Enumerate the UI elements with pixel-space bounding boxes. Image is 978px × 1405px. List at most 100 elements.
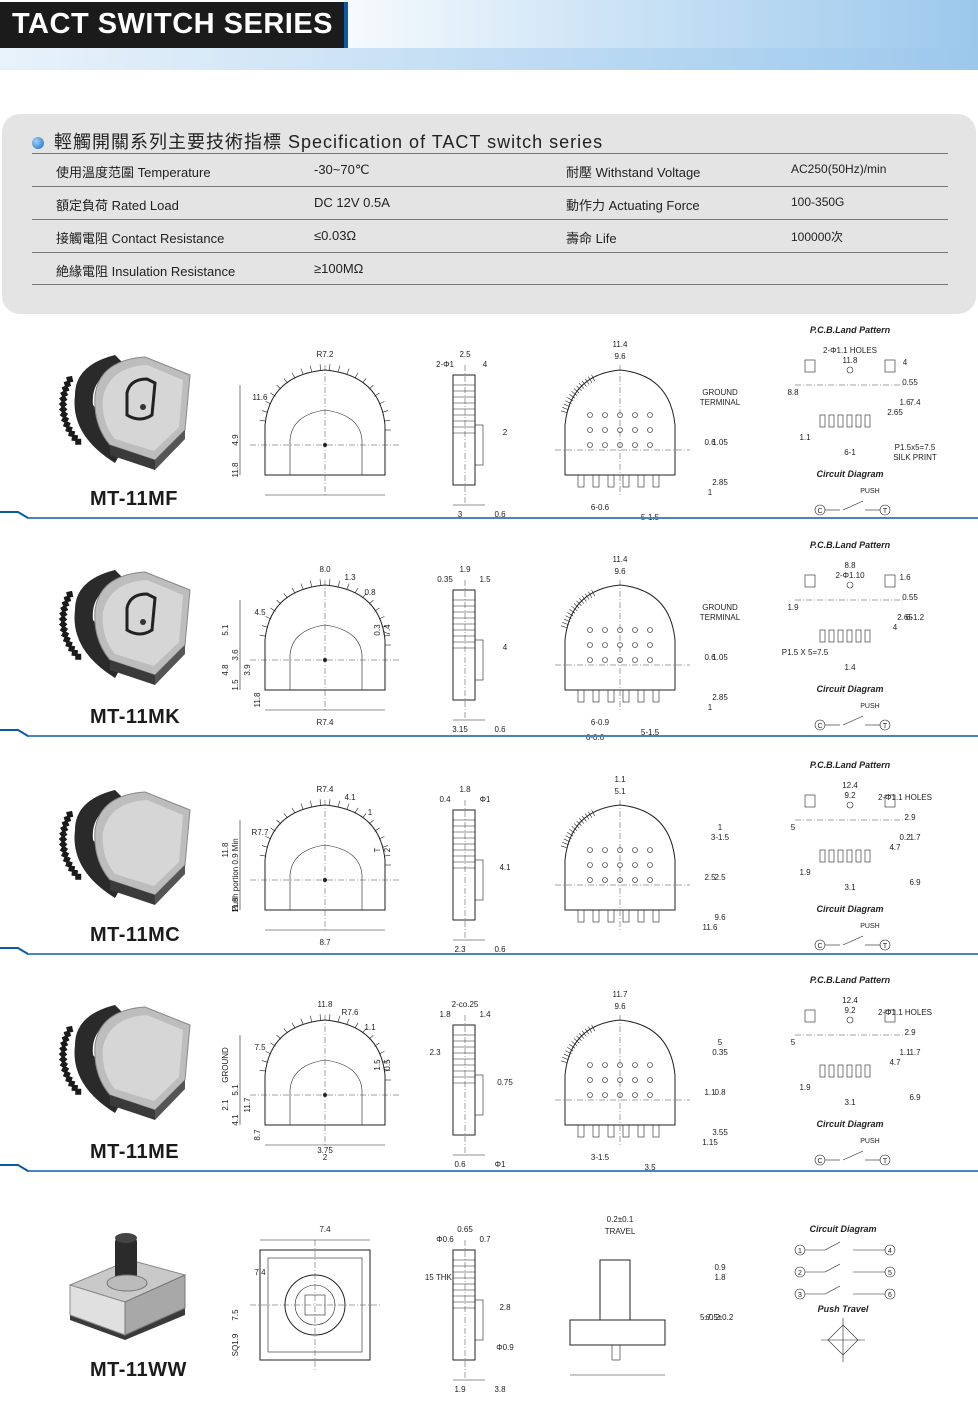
- dimension-label: 2: [323, 1153, 328, 1162]
- spec-value: 100-350G: [791, 195, 845, 209]
- bottom-view-drawing: 11.49.6GROUNDTERMINAL0.61.052.8516-0.65-…: [555, 340, 741, 522]
- dimension-label: 0.8: [364, 588, 376, 597]
- dimension-label: 1.9: [799, 868, 811, 877]
- terminal-label: 5: [888, 1270, 892, 1277]
- dimension-label: 1.8: [439, 1010, 451, 1019]
- dimension-label: 11.6: [253, 393, 269, 402]
- dimension-label: 5.1: [231, 1084, 240, 1096]
- dimension-label: 1.1: [899, 1048, 911, 1057]
- circuit-title: Circuit Diagram: [816, 469, 883, 479]
- dimension-label: 0.4: [439, 795, 451, 804]
- dimension-label: 8.8: [844, 561, 856, 570]
- dimension-label: 5: [718, 1038, 723, 1047]
- dimension-label: SQ1.9: [231, 1333, 240, 1356]
- dimension-label: 11.8: [221, 842, 230, 858]
- dimension-label: R7.6: [342, 1008, 359, 1017]
- dimension-label: 4: [903, 358, 908, 367]
- page-header: TACT SWITCH SERIES: [0, 0, 978, 70]
- terminal-c-label: C: [817, 508, 822, 515]
- dimension-label: TERMINAL: [700, 398, 741, 407]
- dimension-label: R7.4: [317, 785, 334, 794]
- dimension-label: Φ1: [495, 1160, 506, 1169]
- dimension-label: R7.4: [317, 718, 334, 727]
- product-name: MT-11WW: [90, 1359, 187, 1381]
- section-divider: [0, 1163, 978, 1173]
- circuit-title: Circuit Diagram: [816, 904, 883, 914]
- dimension-label: 1.8: [459, 785, 471, 794]
- spec-value: DC 12V 0.5A: [314, 195, 390, 210]
- dimension-label: 1.6: [899, 573, 911, 582]
- dimension-label: 0.2±0.1: [607, 1215, 634, 1224]
- dimension-label: 0.35: [437, 575, 453, 584]
- push-label: PUSH: [860, 703, 879, 710]
- dimension-label: R7.7: [252, 828, 269, 837]
- dimension-label: 5: [791, 823, 796, 832]
- terminal-label: 6: [888, 1292, 892, 1299]
- dimension-label: 11.8: [318, 1000, 334, 1009]
- product-name: MT-11ME: [90, 1141, 180, 1163]
- spec-value: ≥100MΩ: [314, 261, 364, 276]
- dimension-label: 8.7: [319, 938, 331, 947]
- dimension-label: 1.9: [454, 1385, 466, 1394]
- push-label: PUSH: [860, 923, 879, 930]
- circuit-title: Circuit Diagram: [816, 1119, 883, 1129]
- dimension-label: P1.5 X 5=7.5: [782, 648, 829, 657]
- dimension-label: 9.2: [844, 1006, 856, 1015]
- page-title: TACT SWITCH SERIES: [12, 8, 334, 40]
- dimension-label: 1.4: [479, 1010, 491, 1019]
- bottom-view-drawing: 11.49.6GROUNDTERMINAL0.61.052.8516-0.95-…: [555, 555, 741, 742]
- dimension-label: 11.4: [613, 340, 629, 349]
- spec-row: 使用溫度范圍 Temperature -30~70℃ 耐壓 Withstand …: [32, 153, 948, 186]
- dimension-label: 0.6: [454, 1160, 466, 1169]
- dimension-label: 1.6: [899, 398, 911, 407]
- dimension-label: 1.5: [373, 1059, 382, 1071]
- dimension-label: 4.1: [344, 793, 356, 802]
- dimension-label: 3.5: [644, 1163, 656, 1172]
- dimension-label: 0.7: [479, 1235, 491, 1244]
- dimension-label: TERMINAL: [700, 613, 741, 622]
- dimension-label: 7.4: [909, 398, 921, 407]
- dimension-label: 2: [503, 428, 508, 437]
- spec-value: ≤0.03Ω: [314, 228, 357, 243]
- spec-heading: 輕觸開關系列主要技術指標 Specification of TACT switc…: [32, 128, 603, 154]
- dimension-label: 2-Φ1.1 HOLES: [823, 346, 877, 355]
- dimension-label: 2: [383, 847, 392, 852]
- dimension-label: GROUND: [702, 388, 738, 397]
- dimension-label: P1.5x5=7.5: [895, 443, 936, 452]
- dimension-label: 8.0: [319, 565, 331, 574]
- dimension-label: 0.35: [712, 1048, 728, 1057]
- dimension-label: 3-1.5: [711, 833, 730, 842]
- dimension-label: 0.9: [714, 1263, 726, 1272]
- dimension-label: 1.8: [714, 1273, 726, 1282]
- dimension-label: 0.6: [494, 945, 506, 954]
- spec-label: 額定負荷 Rated Load: [56, 198, 179, 213]
- dimension-label: Φ0.6: [436, 1235, 454, 1244]
- dimension-label: 2.85: [712, 478, 728, 487]
- dimension-label: 0.55: [902, 593, 918, 602]
- dimension-label: 3.1: [844, 883, 856, 892]
- push-label: PUSH: [860, 488, 879, 495]
- dimension-label: 5.1: [221, 624, 230, 636]
- spec-panel: 輕觸開關系列主要技術指標 Specification of TACT switc…: [2, 114, 976, 314]
- terminal-label: 2: [798, 1270, 802, 1277]
- dimension-label: 1.7: [909, 833, 921, 842]
- dimension-label: 4.8: [221, 664, 230, 676]
- bottom-view-drawing: 11.79.650.351.10.83.551.153-1.53.5: [555, 990, 728, 1172]
- dimension-label: 1.9: [799, 1083, 811, 1092]
- dimension-label: 9.6: [614, 567, 626, 576]
- dimension-label: 6-1.2: [906, 613, 925, 622]
- switch-photo: [58, 790, 191, 905]
- dimension-label: 2.9: [904, 1028, 916, 1037]
- dimension-label: 0.65: [457, 1225, 473, 1234]
- switch-photo: [58, 1005, 191, 1120]
- dimension-label: 0.6: [494, 725, 506, 734]
- section-divider: [0, 510, 978, 520]
- push-travel-title: Push Travel: [818, 1304, 869, 1314]
- terminal-c-label: C: [817, 943, 822, 950]
- dimension-label: 1: [718, 823, 723, 832]
- dimension-label: 2.5: [704, 873, 716, 882]
- spec-label: 動作力 Actuating Force: [566, 198, 700, 213]
- dimension-label: 2.65: [897, 613, 913, 622]
